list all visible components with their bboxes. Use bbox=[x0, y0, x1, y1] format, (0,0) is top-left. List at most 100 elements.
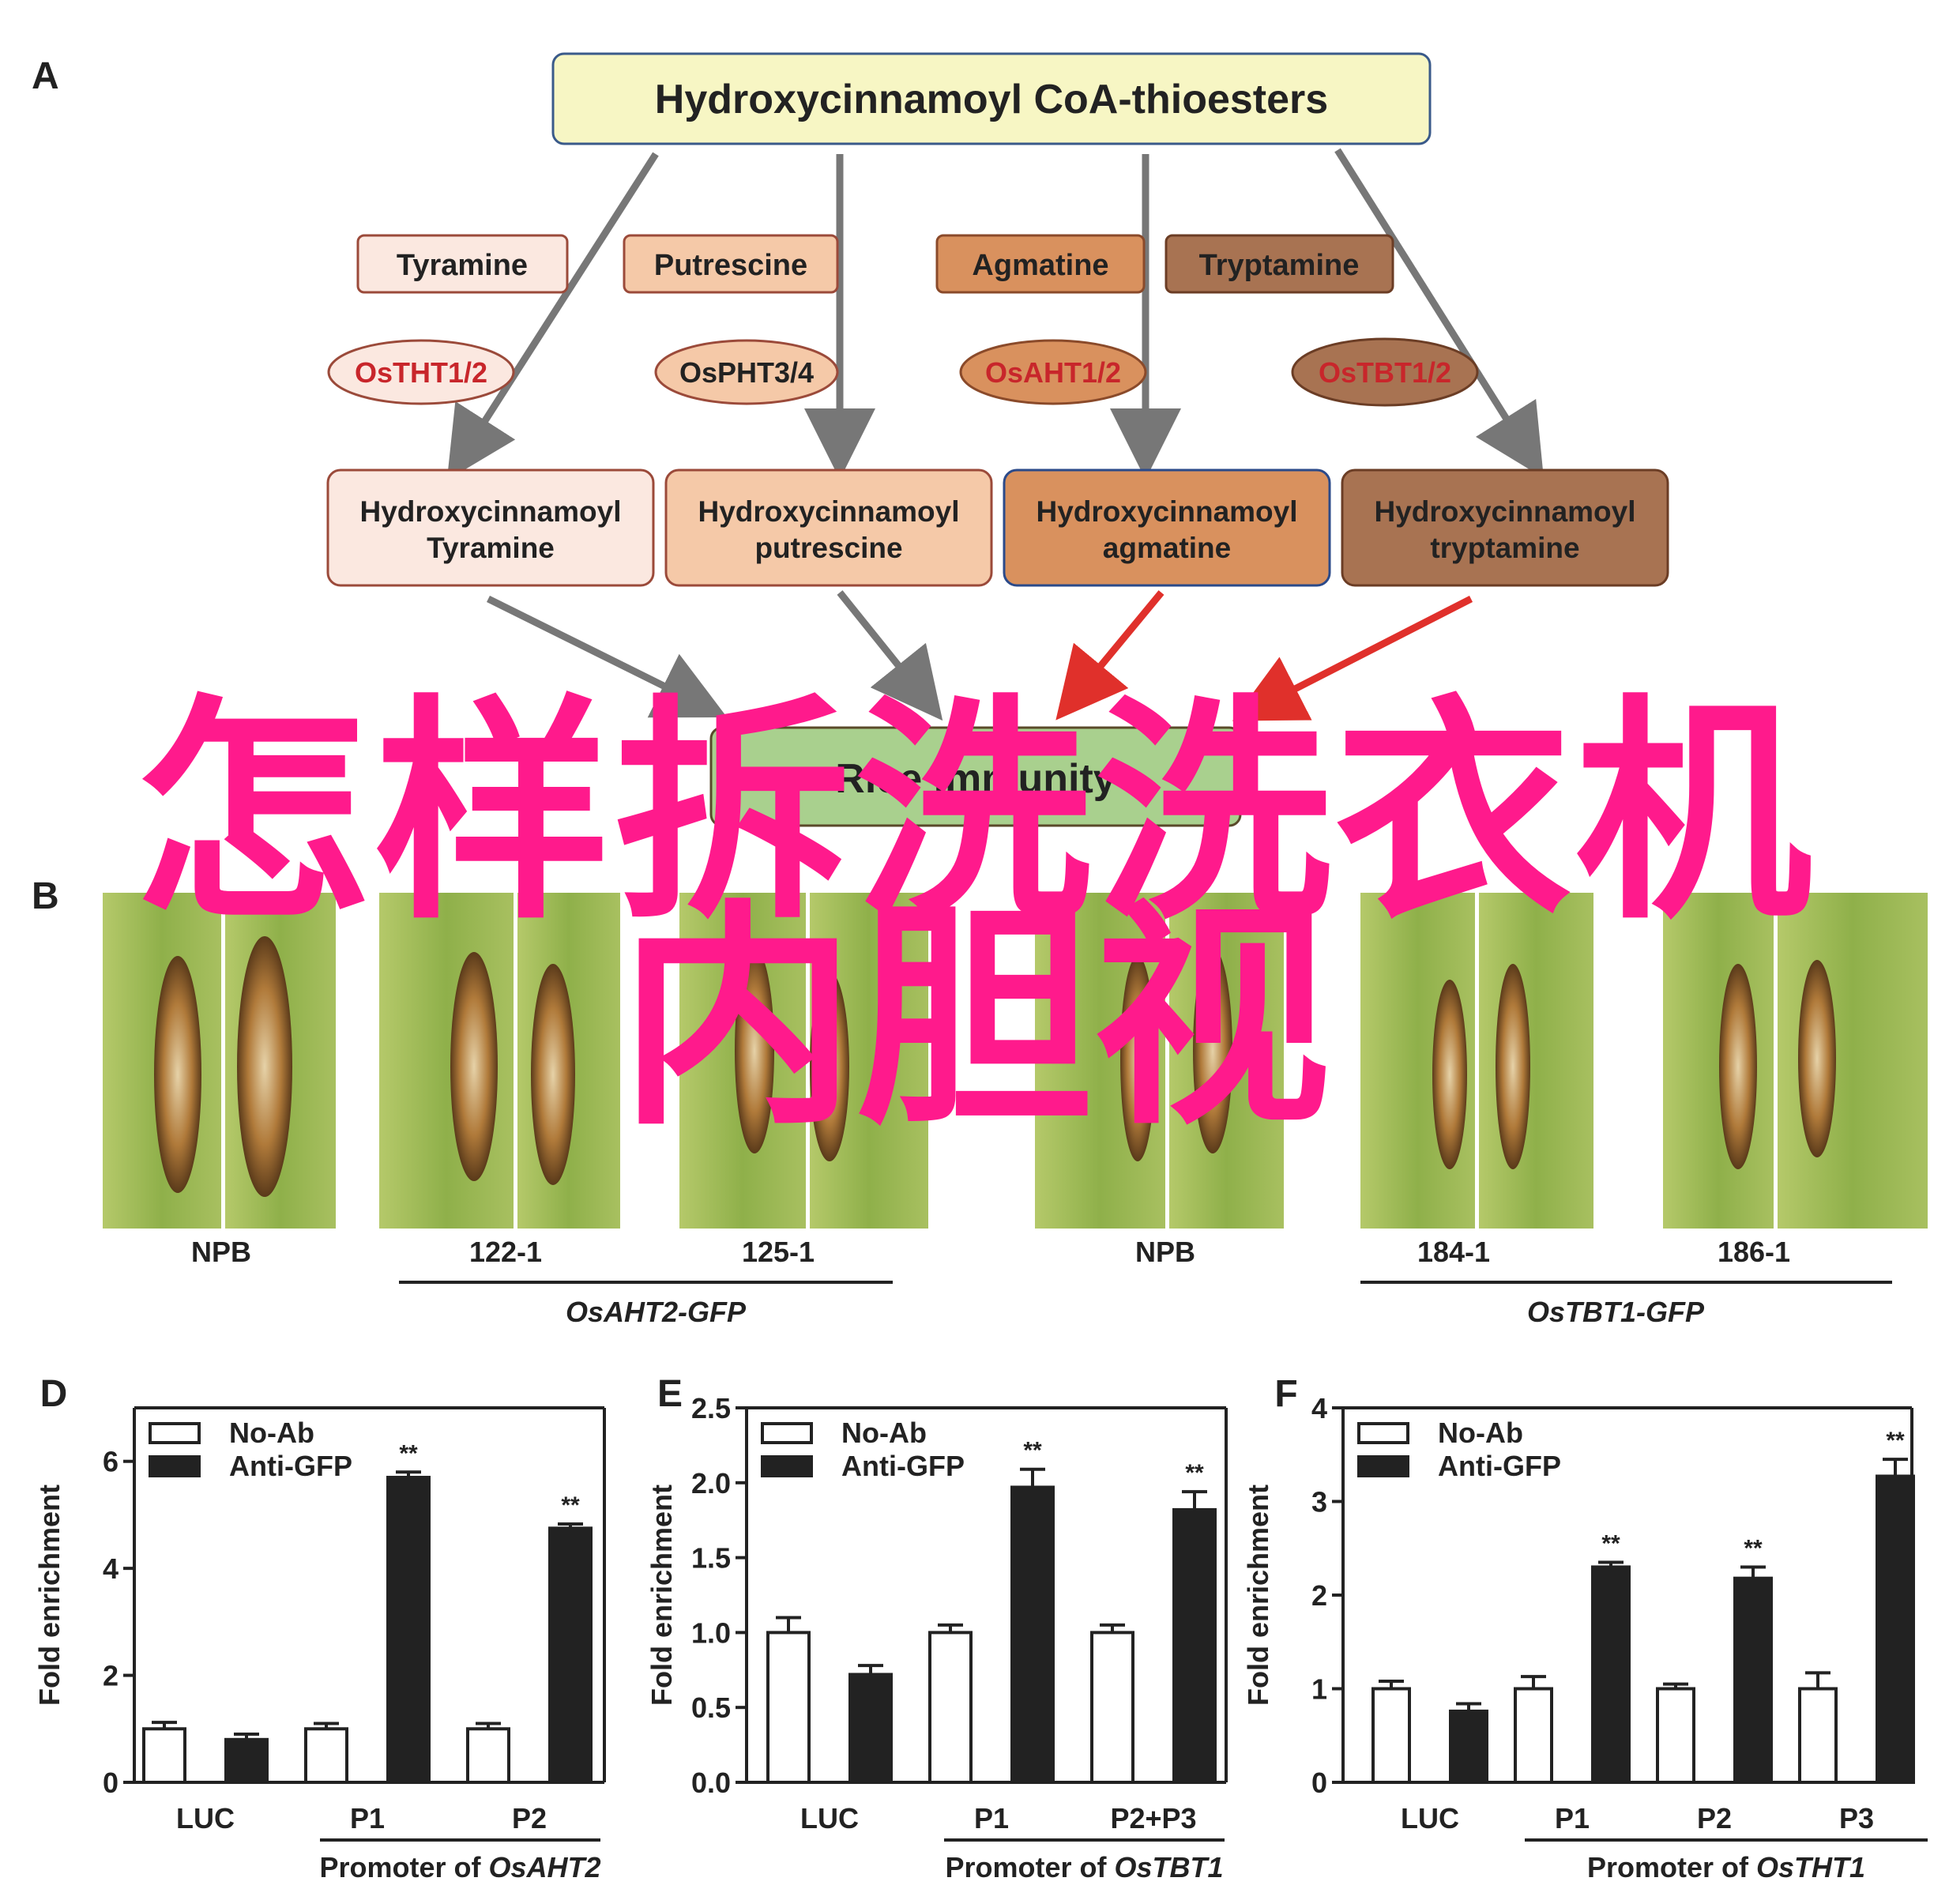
legend-label-no-ab: No-Ab bbox=[841, 1417, 927, 1449]
legend-swatch-no-ab bbox=[1357, 1422, 1409, 1444]
x-tick-label: LUC bbox=[800, 1802, 859, 1834]
bar-no-ab-luc bbox=[1371, 1687, 1411, 1784]
product-box-tryptamine bbox=[1341, 468, 1669, 587]
bottom-box-label: Rice immunity bbox=[835, 756, 1116, 802]
panel-label-d: D bbox=[40, 1373, 68, 1415]
top-box-label: Hydroxycinnamoyl CoA-thioesters bbox=[655, 77, 1328, 122]
product-line2-putrescine: putrescine bbox=[754, 532, 902, 564]
product-line1-tryptamine: Hydroxycinnamoyl bbox=[1374, 495, 1635, 528]
legend-swatch-no-ab bbox=[149, 1422, 201, 1444]
legend-swatch-anti-gfp bbox=[761, 1455, 813, 1477]
product-box-putrescine bbox=[664, 468, 993, 587]
y-tick-label: 0 bbox=[1311, 1767, 1327, 1799]
promoter-gene: OsTBT1 bbox=[1114, 1851, 1223, 1883]
substrate-label-tyramine: Tyramine bbox=[397, 249, 528, 282]
bottom-arrows bbox=[486, 590, 1473, 721]
y-tick-label: 2 bbox=[103, 1660, 119, 1692]
leaf-label-184-1: 184-1 bbox=[1417, 1236, 1490, 1268]
bar-anti-gfp-p1 bbox=[1010, 1485, 1055, 1785]
panel-a: A Hydroxycinnamoyl CoA-thioesters Tyrami… bbox=[32, 52, 1669, 827]
bar-no-ab-p2 bbox=[466, 1727, 510, 1784]
substrate-box-agmatine bbox=[935, 234, 1146, 294]
y-tick-label: 2 bbox=[1311, 1579, 1327, 1612]
bottom-box bbox=[709, 726, 1242, 827]
enzyme-ellipse-osaht bbox=[959, 339, 1147, 405]
y-tick-label: 1.5 bbox=[691, 1542, 731, 1575]
legend-label-anti-gfp: Anti-GFP bbox=[229, 1450, 352, 1482]
y-tick-label: 0 bbox=[103, 1767, 119, 1799]
bar-anti-gfp-p1 bbox=[386, 1476, 431, 1784]
bar-no-ab-p3 bbox=[1798, 1687, 1838, 1784]
bar-anti-gfp-p2 bbox=[1733, 1576, 1773, 1785]
bar-anti-gfp-p2 bbox=[548, 1526, 593, 1785]
bar-anti-gfp-luc bbox=[1449, 1709, 1488, 1784]
x-tick-label: P1 bbox=[974, 1802, 1009, 1834]
x-tick-label: LUC bbox=[1401, 1802, 1459, 1834]
substrate-box-tryptamine bbox=[1165, 234, 1394, 294]
x-tick-label: LUC bbox=[176, 1802, 235, 1834]
legend-swatch-anti-gfp bbox=[1357, 1455, 1409, 1477]
product-box-agmatine bbox=[1003, 468, 1331, 587]
promoter-prefix: Promoter of bbox=[319, 1851, 488, 1883]
legend-label-no-ab: No-Ab bbox=[1438, 1417, 1523, 1449]
bar-no-ab-luc bbox=[142, 1727, 186, 1784]
leaf-photo bbox=[103, 893, 1928, 1229]
y-tick-label: 6 bbox=[103, 1446, 119, 1478]
promoter-label: Promoter of OsTBT1 bbox=[945, 1851, 1223, 1883]
product-line2-tryptamine: tryptamine bbox=[1430, 532, 1579, 564]
y-axis-label: Fold enrichment bbox=[1242, 1484, 1274, 1706]
y-axis-label: Fold enrichment bbox=[33, 1484, 66, 1706]
significance-mark: ** bbox=[1185, 1460, 1204, 1486]
enzyme-ellipse-ostbt bbox=[1291, 337, 1479, 407]
x-tick-label: P1 bbox=[350, 1802, 385, 1834]
top-arrows bbox=[446, 148, 1544, 480]
substrate-label-agmatine: Agmatine bbox=[972, 249, 1108, 282]
enzyme-label-ostht: OsTHT1/2 bbox=[355, 356, 487, 389]
panel-b: B bbox=[32, 875, 1928, 1328]
x-tick-label: P2 bbox=[512, 1802, 547, 1834]
enzyme-label-ostbt: OsTBT1/2 bbox=[1319, 356, 1451, 389]
bar-anti-gfp-p1 bbox=[1591, 1565, 1631, 1784]
enzyme-label-osaht: OsAHT1/2 bbox=[985, 356, 1121, 389]
bar-no-ab-p1 bbox=[304, 1727, 348, 1784]
enzyme-ellipse-ospht bbox=[654, 339, 839, 405]
bar-no-ab-luc bbox=[766, 1631, 811, 1784]
legend-label-anti-gfp: Anti-GFP bbox=[841, 1450, 965, 1482]
significance-mark: ** bbox=[399, 1440, 418, 1466]
legend-swatch-no-ab bbox=[761, 1422, 813, 1444]
promoter-gene: OsAHT2 bbox=[488, 1851, 600, 1883]
y-tick-label: 2.5 bbox=[691, 1392, 731, 1424]
x-tick-label: P2+P3 bbox=[1110, 1802, 1196, 1834]
bar-no-ab-p1 bbox=[928, 1631, 973, 1784]
y-tick-label: 0.5 bbox=[691, 1691, 731, 1724]
y-tick-label: 4 bbox=[103, 1552, 119, 1585]
promoter-label: Promoter of OsAHT2 bbox=[319, 1851, 600, 1883]
y-tick-label: 1.0 bbox=[691, 1616, 731, 1649]
y-axis-label: Fold enrichment bbox=[645, 1484, 678, 1706]
significance-mark: ** bbox=[1744, 1535, 1763, 1561]
bar-no-ab-p2 bbox=[1656, 1687, 1695, 1784]
promoter-label: Promoter of OsTHT1 bbox=[1587, 1851, 1865, 1883]
bar-anti-gfp-p2-p3 bbox=[1172, 1507, 1217, 1784]
x-tick-label: P1 bbox=[1555, 1802, 1590, 1834]
legend-swatch-anti-gfp bbox=[149, 1455, 201, 1477]
promoter-prefix: Promoter of bbox=[945, 1851, 1114, 1883]
product-box-tyramine bbox=[326, 468, 655, 587]
significance-mark: ** bbox=[561, 1492, 580, 1518]
panel-label-a: A bbox=[32, 55, 59, 97]
significance-mark: ** bbox=[1886, 1428, 1905, 1454]
bar-no-ab-p1 bbox=[1514, 1687, 1553, 1784]
substrate-box-tyramine bbox=[356, 234, 569, 294]
leaf-label-npb-1: NPB bbox=[191, 1236, 251, 1268]
substrate-label-putrescine: Putrescine bbox=[654, 249, 807, 282]
x-tick-label: P3 bbox=[1839, 1802, 1874, 1834]
product-line2-tyramine: Tyramine bbox=[427, 532, 555, 564]
bar-anti-gfp-luc bbox=[224, 1737, 269, 1785]
y-tick-label: 1 bbox=[1311, 1673, 1327, 1706]
y-tick-label: 0.0 bbox=[691, 1767, 731, 1799]
legend-label-anti-gfp: Anti-GFP bbox=[1438, 1450, 1561, 1482]
leaf-label-186-1: 186-1 bbox=[1718, 1236, 1790, 1268]
